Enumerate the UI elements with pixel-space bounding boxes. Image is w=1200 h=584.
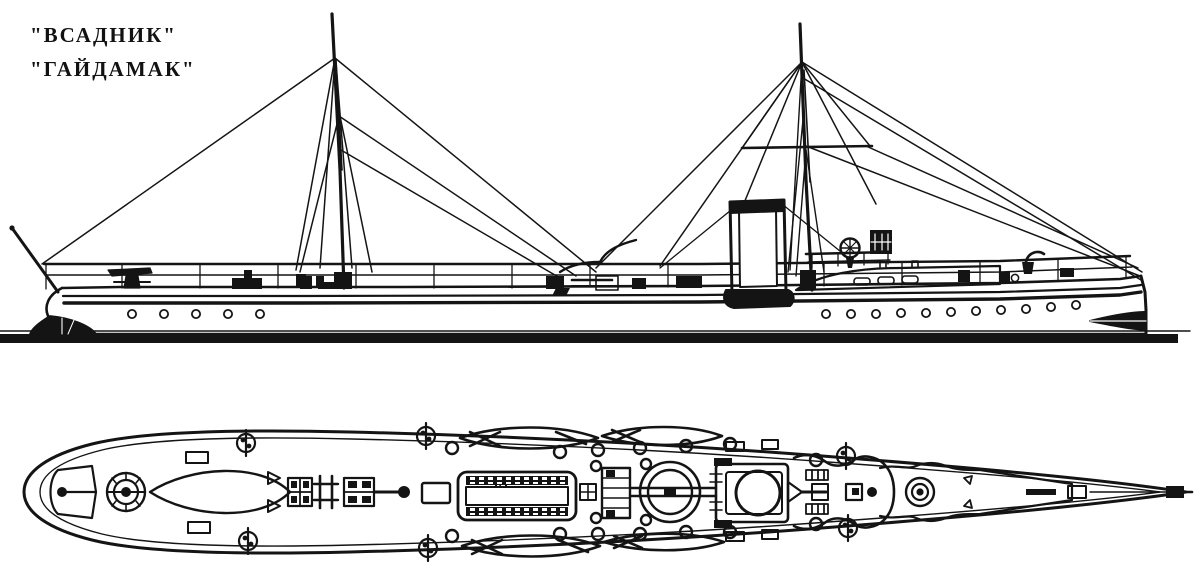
forward-deck-gun (958, 250, 1074, 283)
skylight-a (286, 476, 314, 508)
title-block: "ВСАДНИК" "ГАЙДАМАК" (30, 18, 196, 86)
ensign-staff (9, 225, 60, 294)
funnel (659, 198, 847, 309)
plan-funnel (638, 460, 702, 524)
plan-funnel-group (600, 460, 718, 524)
plan-rib-fittings (805, 469, 829, 515)
aft-deck-gun (107, 267, 153, 289)
plan-forecastle-group (786, 441, 1194, 543)
midship-cross-fitting (579, 483, 597, 501)
hull-profile (29, 274, 1148, 336)
fore-mast (595, 22, 1143, 292)
profile-view (0, 12, 1191, 343)
waterline-band (0, 330, 1191, 343)
plan-bridge-structure (709, 458, 790, 528)
plan-boats (458, 425, 726, 558)
forward-capstan (904, 476, 936, 508)
aft-mast-step (312, 474, 340, 510)
portholes-row (127, 299, 1082, 319)
plan-hull-outline (22, 429, 1188, 555)
plan-view (22, 421, 1194, 563)
ship-name-gaydamak: "ГАЙДАМАК" (30, 57, 196, 82)
aft-mast (41, 12, 597, 290)
plan-deck-edge (39, 437, 1161, 547)
plan-aft-fittings (286, 421, 507, 563)
aft-capstan (105, 471, 147, 513)
ship-name-vsadnik: "ВСАДНИК" (30, 23, 177, 47)
stern-bollards (235, 428, 259, 556)
plan-deck-hatches-small (725, 439, 779, 542)
boat-davit (546, 238, 702, 296)
bridge-structure (794, 230, 1002, 292)
engine-room-skylight (456, 470, 578, 522)
